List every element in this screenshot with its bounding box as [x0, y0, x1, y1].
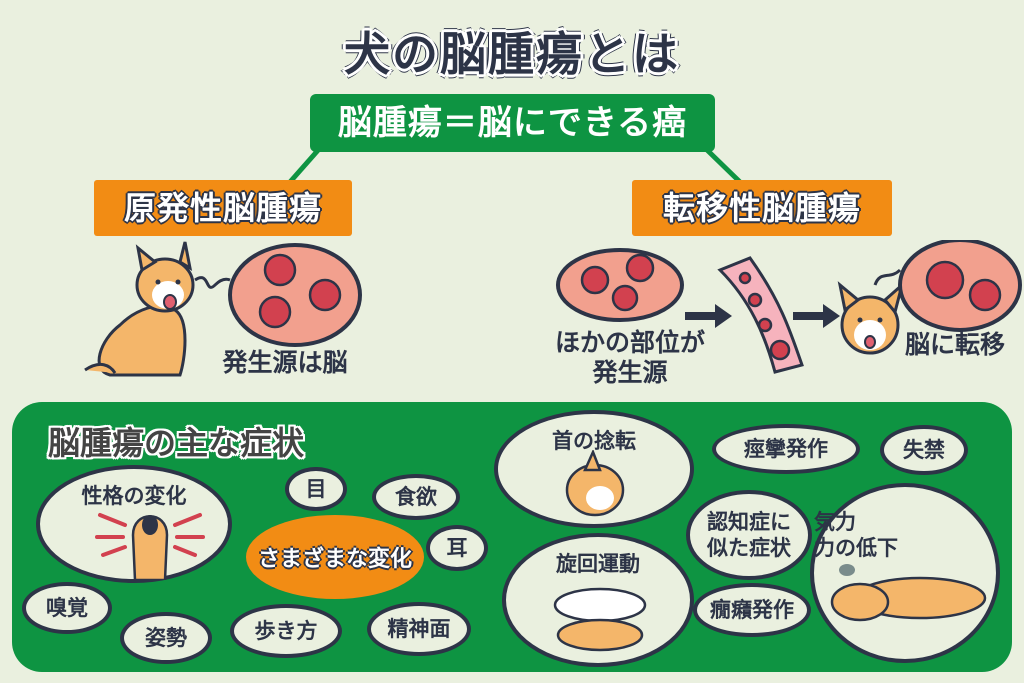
lying-corgi-icon — [830, 564, 987, 622]
circling-corgi-icon — [553, 587, 647, 652]
symptom-smell: 嗅覚 — [22, 582, 112, 634]
symptom-dementia-like: 認知症に 似た症状 — [686, 490, 812, 580]
symptom-posture: 姿勢 — [120, 612, 212, 664]
metastatic-tumor-illustration — [556, 240, 1022, 374]
primary-tumor-label: 原発性脳腫瘍 — [94, 180, 352, 236]
metastatic-tumor-label: 転移性脳腫瘍 — [632, 180, 892, 236]
arrow-right-icon — [793, 304, 840, 328]
primary-tumor-illustration — [84, 241, 362, 377]
page-title: 犬の脳腫瘍とは — [344, 27, 680, 81]
metastatic-source-caption-line2: 発生源 — [592, 358, 668, 387]
definition-banner: 脳腫瘍＝脳にできる癌 — [310, 94, 715, 152]
symptom-ears: 耳 — [426, 525, 488, 571]
brain-metastasis-icon — [898, 240, 1022, 332]
various-changes-center: さまざまな変化 — [246, 515, 424, 599]
arrow-right-icon — [685, 304, 732, 328]
symptom-epileptic-seizure: 癇癪発作 — [693, 583, 811, 637]
symptoms-heading: 脳腫瘍の主な症状 — [48, 424, 305, 462]
symptom-incontinence: 失禁 — [880, 425, 968, 475]
symptom-eyes: 目 — [285, 467, 347, 511]
tree-connector-lines — [288, 146, 742, 184]
metastatic-destination-caption: 脳に転移 — [904, 330, 1005, 359]
symptom-mental: 精神面 — [367, 602, 471, 656]
symptom-appetite: 食欲 — [372, 474, 460, 520]
symptom-gait: 歩き方 — [230, 604, 342, 658]
corgi-head-icon — [837, 280, 905, 355]
brain-tumor-cells-icon — [228, 243, 362, 347]
barking-corgi-icon — [95, 513, 205, 580]
source-organ-tumor-icon — [556, 248, 684, 322]
primary-source-caption: 発生源は脳 — [222, 348, 348, 377]
symptom-lethargy: 気力 力の低下 — [810, 483, 1000, 663]
metastatic-source-caption-line1: ほかの部位が — [554, 328, 705, 357]
corgi-sitting-icon — [84, 241, 195, 377]
symptom-convulsion-seizure: 痙攣発作 — [712, 424, 860, 474]
head-tilt-corgi-icon — [565, 450, 625, 517]
blood-vessel-icon — [717, 256, 804, 374]
